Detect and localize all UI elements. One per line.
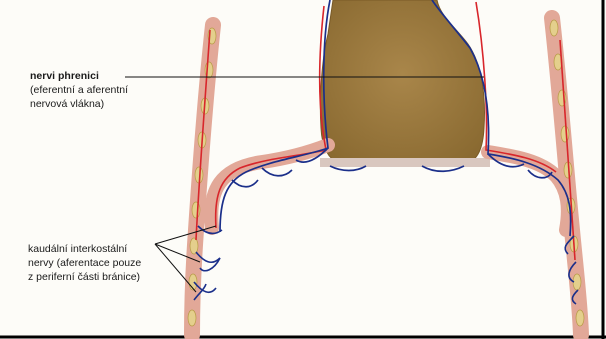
central-tendon (320, 158, 490, 167)
intercostal-label-line2: nervy (aferentace pouze (28, 257, 141, 270)
phrenic-description-line1: (eferentní a aferentní (30, 84, 128, 97)
intercostal-nerves (194, 226, 578, 304)
intercostal-label-line1: kaudální interkostální (28, 243, 127, 256)
central-organ (320, 0, 484, 164)
intercostal-label-line3: z periferní části bránice) (28, 271, 140, 284)
phrenic-description-line2: nervová vlákna) (30, 98, 104, 111)
phrenic-title: nervi phrenici (30, 70, 99, 83)
